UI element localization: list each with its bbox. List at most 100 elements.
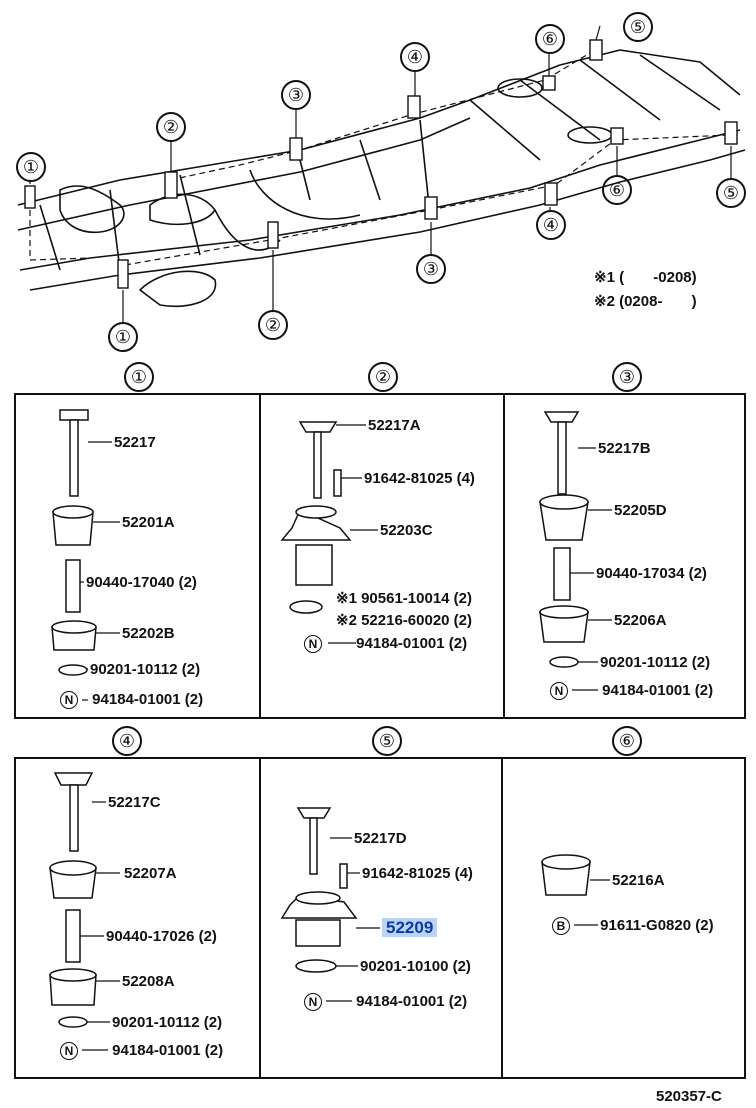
diagram-code: 520357-C xyxy=(656,1088,722,1105)
panel-6 xyxy=(501,757,746,1079)
rear-mount-ring-2 xyxy=(567,126,613,144)
frame-rail-left-bottom xyxy=(17,117,471,231)
part-number[interactable]: 52203C xyxy=(380,522,433,539)
callout-2: ② xyxy=(156,112,186,142)
mount-bolt-3l xyxy=(289,137,303,161)
callout-4: ④ xyxy=(400,42,430,72)
mount-bolt-5r xyxy=(724,121,738,145)
note-1: ※1 ( -0208) xyxy=(594,269,697,286)
callout-2: ② xyxy=(258,310,288,340)
part-number-row: N 94184-01001 (2) xyxy=(60,691,203,709)
mount-bolt-3r xyxy=(424,196,438,220)
part-number-row: N 94184-01001 (2) xyxy=(550,682,713,700)
part-number[interactable]: 90201-10112 (2) xyxy=(112,1014,223,1031)
panel-5 xyxy=(259,757,503,1079)
panel-2 xyxy=(259,393,505,719)
part-number-row: N 94184-01001 (2) xyxy=(304,635,467,653)
front-bracket-left xyxy=(59,185,125,234)
part-number-highlighted[interactable]: 52209 xyxy=(382,918,438,938)
part-number[interactable]: 94184-01001 (2) xyxy=(602,682,714,699)
part-number[interactable]: 90201-10112 (2) xyxy=(600,654,711,671)
part-number-row: ※2 52216-60020 (2) xyxy=(336,611,472,629)
rear-mount-ring xyxy=(497,78,543,98)
front-bracket-right xyxy=(139,270,217,308)
part-number[interactable]: 52216A xyxy=(612,872,665,889)
mount-bolt-2l xyxy=(164,171,178,199)
part-number[interactable]: 52201A xyxy=(122,514,175,531)
callout-1: ① xyxy=(108,322,138,352)
part-number[interactable]: 94184-01001 (2) xyxy=(92,691,204,708)
n-symbol-icon: N xyxy=(550,682,568,700)
callout-1: ① xyxy=(16,152,46,182)
part-number[interactable]: 90201-10100 (2) xyxy=(360,958,471,975)
part-number[interactable]: 90440-17034 (2) xyxy=(596,565,707,582)
mount-bolt-4r xyxy=(544,182,558,206)
part-number[interactable]: 52217C xyxy=(108,794,161,811)
part-number[interactable]: 52217B xyxy=(598,440,651,457)
panel-header-2: ② xyxy=(368,362,398,392)
n-symbol-icon: N xyxy=(60,1042,78,1060)
part-number[interactable]: 94184-01001 (2) xyxy=(112,1042,224,1059)
mount-bolt-6l xyxy=(542,75,556,91)
part-number[interactable]: 90201-10112 (2) xyxy=(90,661,201,678)
mount-bolt-5l xyxy=(589,39,603,61)
part-number[interactable]: 91642-81025 (4) xyxy=(364,470,475,487)
panel-header-1: ① xyxy=(124,362,154,392)
note-2-mark: ※2 xyxy=(336,612,357,629)
part-number[interactable]: 90440-17026 (2) xyxy=(106,928,217,945)
panel-header-4: ④ xyxy=(112,726,142,756)
part-number[interactable]: 52217 xyxy=(114,434,156,451)
part-number[interactable]: 91611-G0820 (2) xyxy=(600,917,714,934)
part-number[interactable]: 52207A xyxy=(124,865,177,882)
rear-crossmember xyxy=(469,54,721,161)
panel-3 xyxy=(503,393,746,719)
b-symbol-icon: B xyxy=(552,917,570,935)
mount-bolt-1l xyxy=(24,185,36,209)
part-number[interactable]: 52217D xyxy=(354,830,407,847)
mount-bolt-4l xyxy=(407,95,421,119)
part-number[interactable]: 52208A xyxy=(122,973,175,990)
front-crossmember xyxy=(39,174,281,271)
callout-4: ④ xyxy=(536,210,566,240)
n-symbol-icon: N xyxy=(304,993,322,1011)
frame-rail-right-bottom xyxy=(29,149,746,291)
part-number-row: B 91611-G0820 (2) xyxy=(552,917,714,935)
mount-bolt-2r xyxy=(267,221,279,249)
mount-bolt-6r xyxy=(610,127,624,145)
part-number-row: N 94184-01001 (2) xyxy=(304,993,467,1011)
frame-rail-right-top xyxy=(19,129,741,271)
middle-crossmember xyxy=(249,119,431,220)
callout-5: ⑤ xyxy=(716,178,746,208)
leader-line xyxy=(169,49,596,181)
part-number-row: N 94184-01001 (2) xyxy=(60,1042,223,1060)
panel-header-6: ⑥ xyxy=(612,726,642,756)
part-number[interactable]: 52205D xyxy=(614,502,667,519)
part-number[interactable]: 94184-01001 (2) xyxy=(356,993,468,1010)
n-symbol-icon: N xyxy=(304,635,322,653)
callout-3: ③ xyxy=(281,80,311,110)
leader-line xyxy=(29,210,91,261)
frame-rail-left-top xyxy=(17,49,741,206)
part-number[interactable]: 91642-81025 (4) xyxy=(362,865,473,882)
panel-header-3: ③ xyxy=(612,362,642,392)
part-number-row: ※1 90561-10014 (2) xyxy=(336,589,472,607)
part-number[interactable]: 90561-10014 (2) xyxy=(361,590,473,607)
part-number[interactable]: 52202B xyxy=(122,625,175,642)
highlighted-part[interactable]: 52209 xyxy=(382,918,438,937)
note-2: ※2 (0208- ) xyxy=(594,293,697,310)
callout-6: ⑥ xyxy=(535,24,565,54)
panel-header-5: ⑤ xyxy=(372,726,402,756)
part-number[interactable]: 52206A xyxy=(614,612,667,629)
part-number[interactable]: 90440-17040 (2) xyxy=(86,574,197,591)
part-number[interactable]: 52216-60020 (2) xyxy=(361,612,473,629)
note-1-mark: ※1 xyxy=(336,590,357,607)
mount-bolt-1r xyxy=(117,259,129,289)
callout-5: ⑤ xyxy=(623,12,653,42)
callout-3: ③ xyxy=(416,254,446,284)
part-number[interactable]: 52217A xyxy=(368,417,421,434)
part-number[interactable]: 94184-01001 (2) xyxy=(356,635,468,652)
n-symbol-icon: N xyxy=(60,691,78,709)
callout-6: ⑥ xyxy=(602,175,632,205)
leader-line xyxy=(124,134,731,266)
